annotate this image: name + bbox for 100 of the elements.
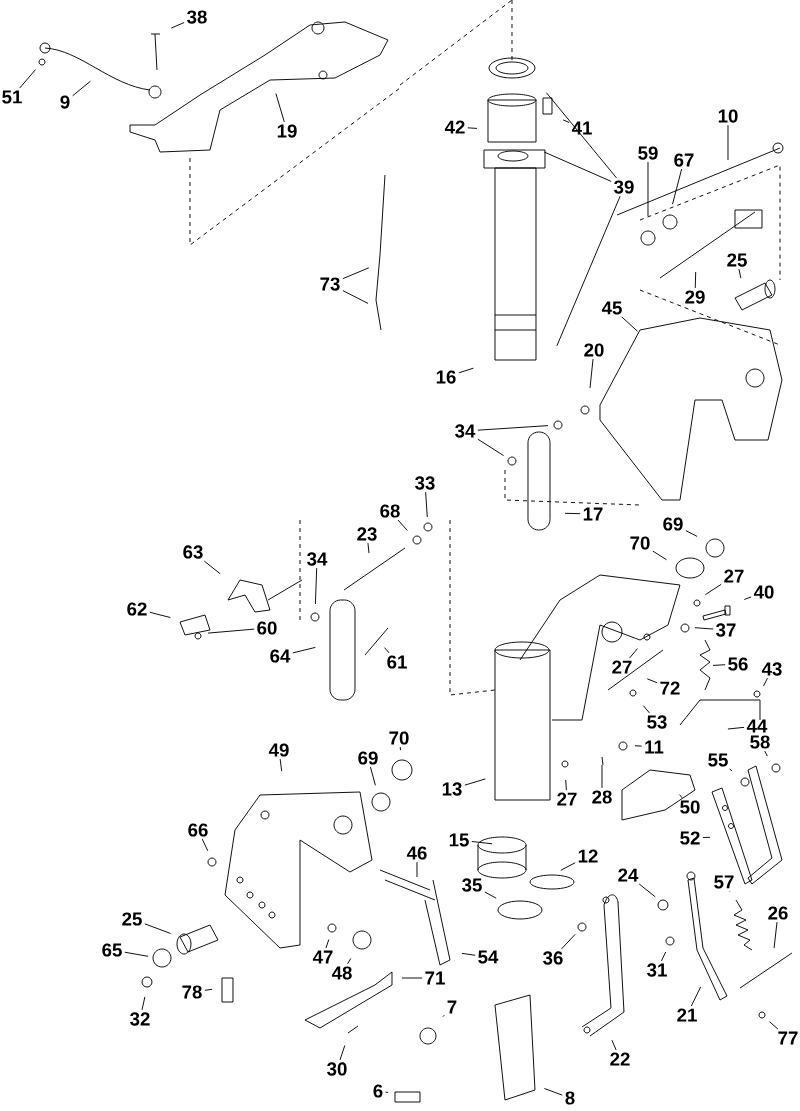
callout-number: 69	[663, 517, 683, 531]
leader-line	[589, 358, 594, 389]
leader-line	[370, 766, 376, 786]
leader-line	[694, 271, 697, 289]
callout-number: 7	[447, 1000, 457, 1014]
callout-number: 27	[612, 660, 632, 674]
callout-number: 52	[680, 831, 700, 845]
leader-line	[397, 519, 408, 531]
leader-line	[384, 647, 390, 654]
leader-line	[461, 952, 476, 956]
leader-line	[401, 977, 423, 979]
callout-number: 27	[724, 569, 744, 583]
leader-line	[642, 705, 650, 714]
leader-line	[560, 862, 576, 871]
leader-line	[634, 745, 643, 747]
callout-number: 48	[331, 966, 352, 980]
callout-number: 71	[425, 971, 445, 985]
callout-number: 32	[130, 1012, 150, 1026]
callout-number: 8	[565, 1091, 575, 1105]
leader-line	[743, 596, 752, 600]
callout-number: 62	[127, 602, 147, 616]
leader-line	[425, 491, 428, 518]
callout-number: 20	[584, 343, 604, 357]
leader-line	[652, 550, 667, 561]
leader-line	[477, 425, 549, 431]
callout-number: 11	[645, 740, 664, 754]
callout-number: 38	[187, 10, 207, 24]
callout-number: 63	[183, 545, 203, 559]
leader-line	[144, 923, 172, 934]
callout-number: 15	[449, 833, 469, 847]
leader-line	[562, 119, 570, 123]
leader-line	[545, 92, 617, 179]
leader-line	[694, 627, 714, 630]
leader-line	[464, 778, 486, 786]
leader-line	[556, 195, 621, 347]
callout-number: 21	[677, 1008, 697, 1022]
leader-line	[442, 1014, 445, 1018]
callout-number: 29	[685, 290, 705, 304]
leader-line	[477, 438, 505, 457]
callout-number: 13	[442, 782, 462, 796]
leader-line	[704, 583, 722, 596]
leader-line	[399, 746, 402, 751]
callout-number: 50	[680, 800, 700, 814]
leader-line	[292, 646, 316, 654]
callout-number: 10	[718, 109, 738, 123]
callout-number: 23	[357, 527, 377, 541]
leader-line	[203, 560, 221, 575]
callout-number: 78	[182, 985, 202, 999]
leader-line	[201, 838, 209, 852]
leader-line	[729, 768, 733, 772]
leader-line	[561, 933, 576, 950]
leader-line	[763, 677, 768, 687]
leader-line	[729, 890, 731, 892]
callout-number: 43	[761, 662, 782, 676]
leader-line	[279, 758, 283, 772]
leader-line	[638, 883, 656, 898]
leader-line	[149, 611, 171, 618]
leader-line	[141, 996, 146, 1011]
leader-line	[325, 939, 330, 949]
leader-line	[601, 764, 603, 789]
callout-number: 34	[307, 552, 328, 566]
callout-number: 70	[389, 731, 409, 745]
callout-number: 24	[618, 868, 639, 882]
leader-line	[467, 127, 478, 129]
leader-line	[275, 93, 285, 123]
callout-number: 26	[768, 906, 788, 920]
callout-number: 6	[373, 1084, 383, 1098]
leader-line	[646, 678, 658, 684]
callout-number: 58	[750, 735, 770, 749]
callout-number: 69	[358, 751, 378, 765]
leader-line	[72, 80, 91, 97]
callout-number: 57	[714, 875, 734, 889]
callout-number: 9	[60, 95, 70, 109]
callout-number: 27	[557, 792, 577, 806]
callout-number: 25	[727, 253, 747, 267]
callout-number: 46	[406, 846, 427, 860]
callout-number: 72	[660, 681, 680, 695]
callout-number: 59	[638, 146, 658, 160]
leader-line	[543, 1088, 563, 1096]
callout-number: 44	[746, 719, 768, 733]
callout-number: 66	[188, 823, 208, 837]
leader-line	[339, 1045, 346, 1061]
callout-number: 54	[478, 950, 499, 964]
callout-number: 51	[2, 90, 22, 104]
callout-number: 65	[102, 943, 122, 957]
callout-number: 40	[753, 585, 774, 599]
leader-line	[385, 1091, 389, 1093]
callout-number: 28	[592, 790, 612, 804]
leader-line	[621, 316, 639, 332]
callout-number: 61	[387, 655, 407, 669]
callout-number: 31	[647, 963, 667, 977]
leader-line	[204, 988, 213, 991]
leader-line	[458, 367, 474, 374]
callout-number: 70	[630, 536, 650, 550]
callout-number: 47	[312, 950, 333, 964]
callout-number: 60	[257, 621, 277, 635]
leader-line	[702, 836, 711, 839]
leader-line	[564, 512, 581, 515]
callout-number: 36	[543, 951, 563, 965]
callout-number: 16	[436, 370, 456, 384]
